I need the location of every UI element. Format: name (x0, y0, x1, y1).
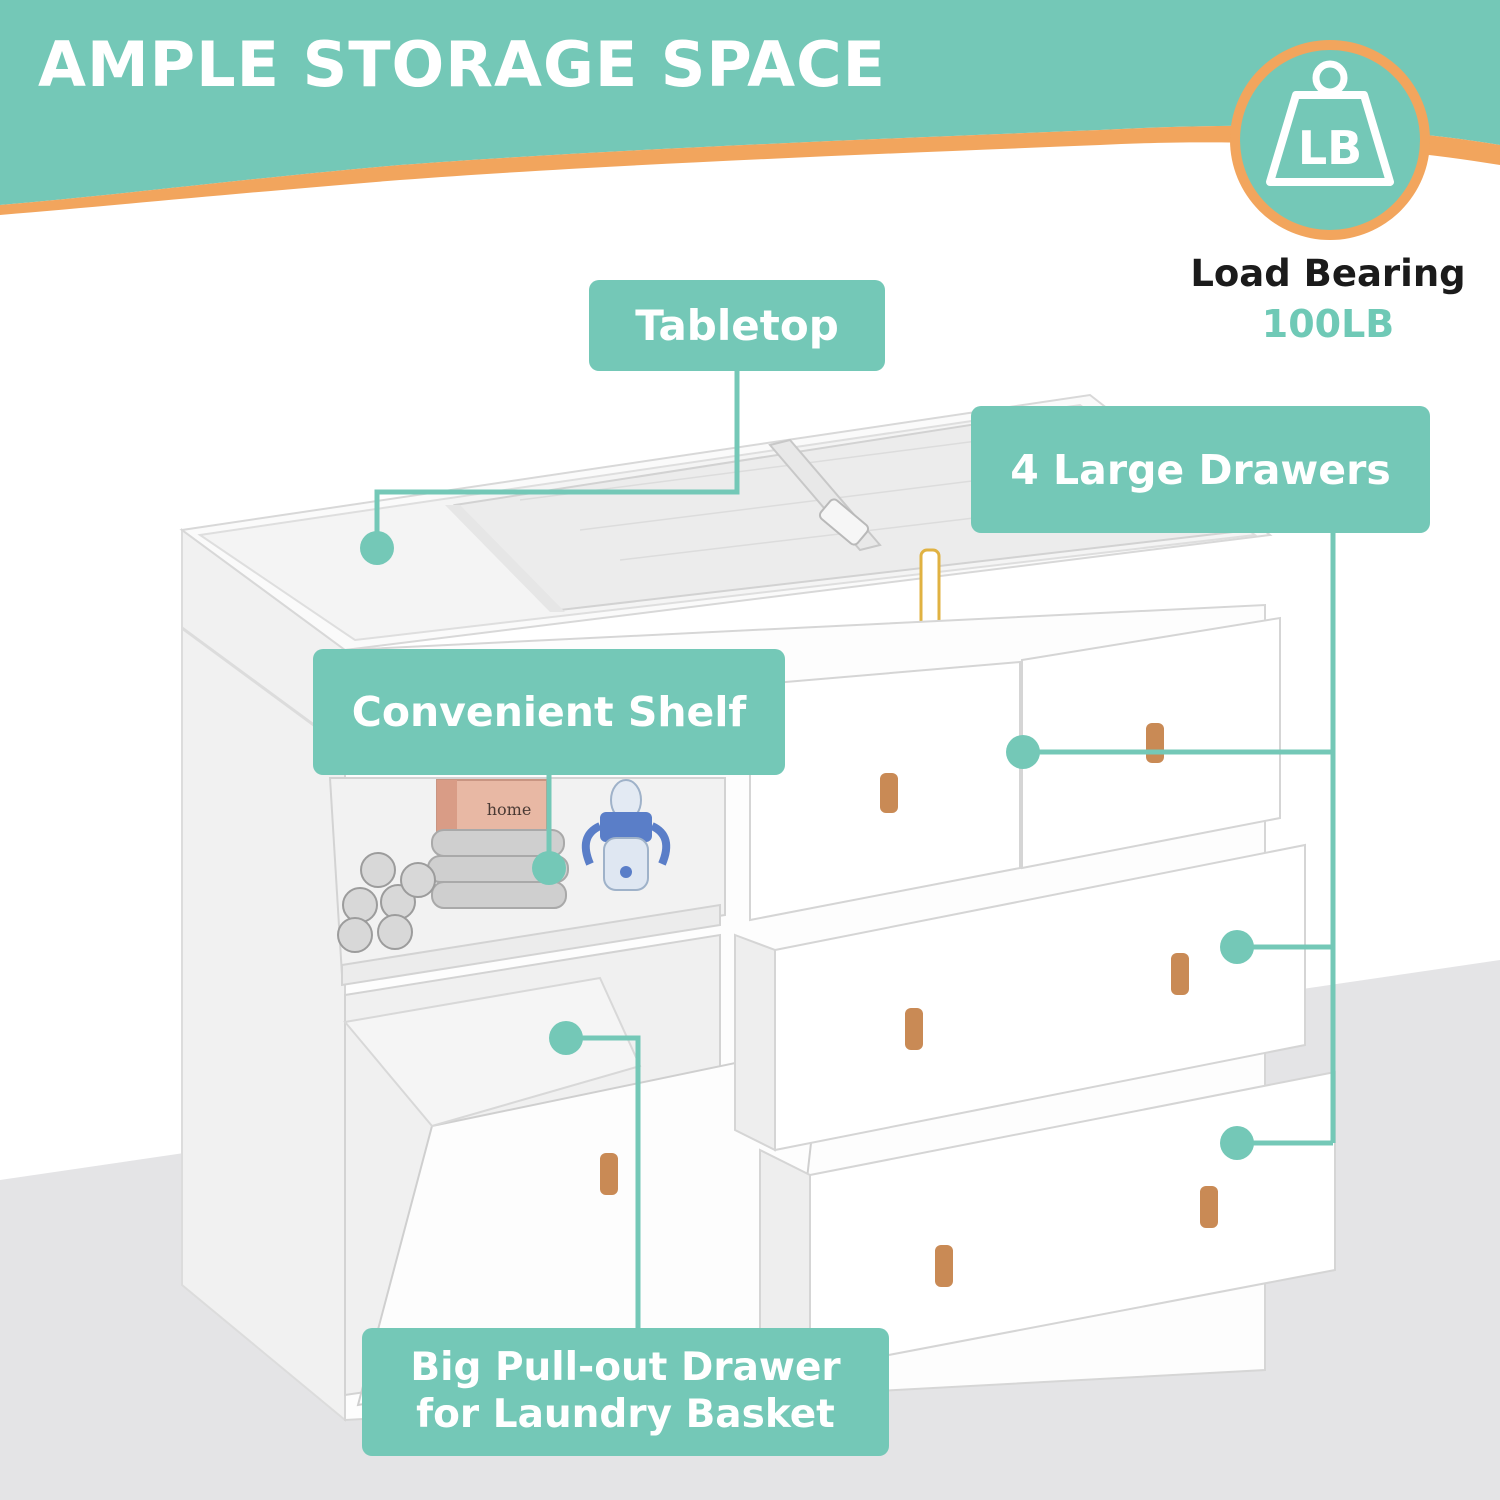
shelf-board (341, 903, 721, 987)
diaper-box-label: home (487, 800, 532, 819)
handle-middle-right (1171, 953, 1189, 995)
weight-lb-icon: LB (1266, 60, 1394, 186)
leather-handles (600, 723, 1218, 1287)
callout-laundry-basket: Big Pull-out Drawer for Laundry Basket (362, 1328, 889, 1456)
callout-large-drawers: 4 Large Drawers (971, 406, 1430, 533)
dresser: home (179, 393, 1336, 1442)
folded-towels (427, 829, 569, 909)
handle-top-left (880, 773, 898, 813)
handle-basket (600, 1153, 618, 1195)
shelf-dot (532, 851, 566, 885)
tabletop-dot (360, 531, 394, 565)
load-bearing-label: Load Bearing (1190, 252, 1466, 295)
callout-dots (360, 531, 1254, 1160)
callout-convenient-shelf: Convenient Shelf (313, 649, 785, 775)
handle-bottom-right (1200, 1186, 1218, 1228)
load-bearing-value: 100LB (1261, 302, 1395, 346)
strap-tag (919, 548, 941, 632)
basket-leader (566, 1035, 641, 1328)
shelf-items: home (337, 779, 671, 953)
drawer-middle-side (734, 933, 776, 1152)
strap-buckle (818, 498, 870, 546)
callout-basket-line-2: for Laundry Basket (416, 1392, 835, 1437)
rolled-cloths (337, 852, 436, 953)
headline: AMPLE STORAGE SPACE (38, 28, 887, 101)
handle-middle-left (905, 1008, 923, 1050)
handle-top-right (1146, 723, 1164, 763)
callout-basket-line-1: Big Pull-out Drawer (410, 1345, 841, 1391)
tabletop-leader (374, 371, 740, 548)
handle-bottom-left (935, 1245, 953, 1287)
basket-dot (549, 1021, 583, 1055)
drawer-dot-3 (1220, 1126, 1254, 1160)
header-banner (0, 0, 1500, 205)
pad-side-wall (445, 505, 565, 612)
weight-icon-text: LB (1298, 121, 1362, 175)
baby-bottle (581, 779, 671, 891)
drawer-dot-1 (1006, 735, 1040, 769)
leader-lines (374, 371, 1336, 1328)
callout-tabletop: Tabletop (589, 280, 885, 371)
drawer-dot-2 (1220, 930, 1254, 964)
